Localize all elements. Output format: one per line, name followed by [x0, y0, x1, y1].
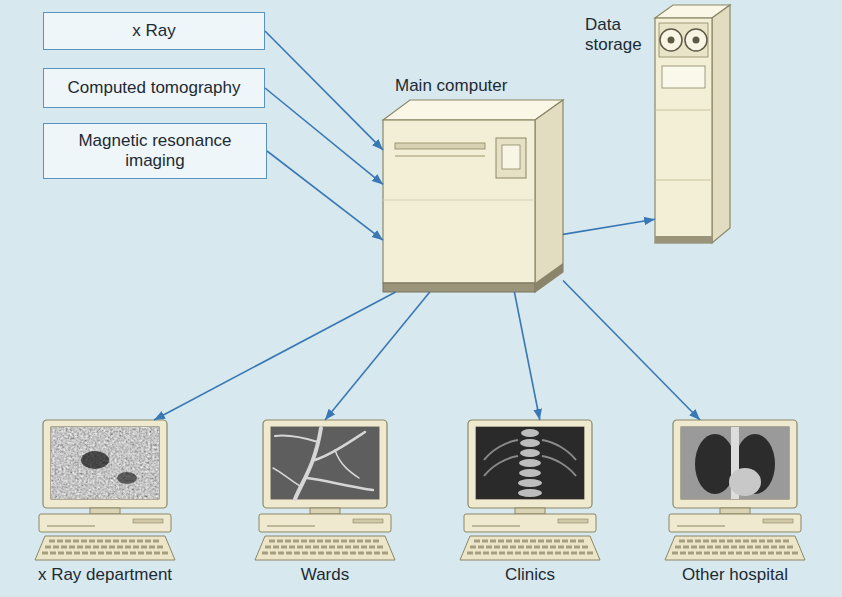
connector-arrow — [265, 31, 383, 150]
modality-box: Computed tomography — [43, 68, 265, 108]
data-storage-drawing — [655, 180, 712, 181]
chest-x-ray-image — [681, 427, 789, 499]
data-storage-drawing — [660, 29, 682, 51]
node-caption: Other hospital — [682, 565, 788, 585]
workstation: Clinics — [460, 420, 600, 560]
angiogram-image — [273, 468, 300, 486]
main-computer-drawing — [383, 283, 535, 292]
spine-image — [518, 429, 542, 497]
data-storage-drawing — [693, 37, 700, 44]
spine-image — [476, 427, 584, 499]
data-storage-drawing — [655, 110, 712, 111]
main-computer-drawing — [496, 138, 526, 178]
node-caption: Wards — [301, 565, 350, 585]
box-label: x Ray — [132, 21, 175, 41]
angiogram-image — [273, 428, 373, 499]
angiogram-image — [275, 435, 318, 442]
spine-image — [521, 429, 539, 437]
connector-arrow — [267, 151, 383, 240]
spine-image — [484, 456, 518, 476]
connector-arrow — [514, 292, 539, 420]
ultrasound-image — [81, 451, 109, 469]
angiogram-image — [335, 450, 359, 478]
monitor-symbol — [255, 420, 395, 560]
data-storage-drawing — [659, 23, 708, 57]
ultrasound-image — [117, 472, 137, 484]
data-storage-drawing — [685, 29, 707, 51]
chest-x-ray-image — [729, 468, 761, 496]
monitor-other-hospital — [665, 420, 805, 560]
data-storage-drawing — [655, 18, 712, 243]
connector-arrow — [563, 219, 655, 234]
spine-image — [484, 440, 576, 476]
spine-image — [519, 459, 541, 467]
node-caption: Clinics — [505, 565, 555, 585]
workstation: x Ray department — [35, 420, 175, 560]
box-label: Computed tomography — [68, 78, 241, 98]
angiogram-image — [271, 427, 379, 499]
workstation: Wards — [255, 420, 395, 560]
spine-image — [520, 449, 540, 457]
main-computer-drawing — [395, 143, 485, 149]
spine-image — [519, 469, 541, 477]
node-caption: Data storage — [585, 15, 649, 56]
monitor-wards — [255, 420, 395, 560]
main-computer-drawing — [535, 100, 563, 292]
modality-box: Magnetic resonance imaging — [43, 123, 267, 179]
data-storage-drawing — [655, 5, 730, 243]
monitor-symbol — [665, 420, 805, 560]
connector-arrow — [325, 292, 430, 420]
main-computer-drawing — [383, 200, 535, 201]
chest-x-ray-image — [695, 434, 735, 494]
spine-image — [542, 456, 576, 476]
spine-image — [518, 489, 542, 497]
angiogram-image — [307, 478, 373, 490]
main-computer-drawing — [383, 100, 563, 120]
connector-arrow — [265, 88, 383, 184]
monitor-symbol — [460, 420, 600, 560]
workstation: Other hospital — [665, 420, 805, 560]
monitor-x-ray-department — [35, 420, 175, 560]
main-computer-drawing — [395, 155, 485, 157]
data-storage-drawing — [712, 5, 730, 243]
data-storage-drawing — [668, 37, 675, 44]
box-label: Magnetic resonance imaging — [54, 131, 256, 172]
data-storage-drawing — [655, 236, 712, 243]
connector-arrow — [563, 280, 700, 420]
connector-arrow — [154, 292, 396, 420]
modality-box: x Ray — [43, 12, 265, 50]
spine-image — [518, 479, 542, 487]
main-computer: Main computer — [383, 100, 563, 292]
ultrasound-image — [51, 427, 159, 499]
node-caption: x Ray department — [38, 565, 172, 585]
monitor-clinics — [460, 420, 600, 560]
node-caption: Main computer — [395, 76, 507, 96]
main-computer-drawing — [383, 100, 563, 292]
angiogram-image — [315, 432, 365, 460]
monitor-symbol — [35, 420, 175, 560]
data-storage: Data storage — [655, 5, 730, 243]
spine-image — [520, 439, 540, 447]
main-computer-drawing — [502, 145, 520, 169]
data-storage-drawing — [662, 66, 705, 88]
main-computer-drawing — [535, 263, 563, 292]
main-computer-drawing — [383, 120, 535, 283]
